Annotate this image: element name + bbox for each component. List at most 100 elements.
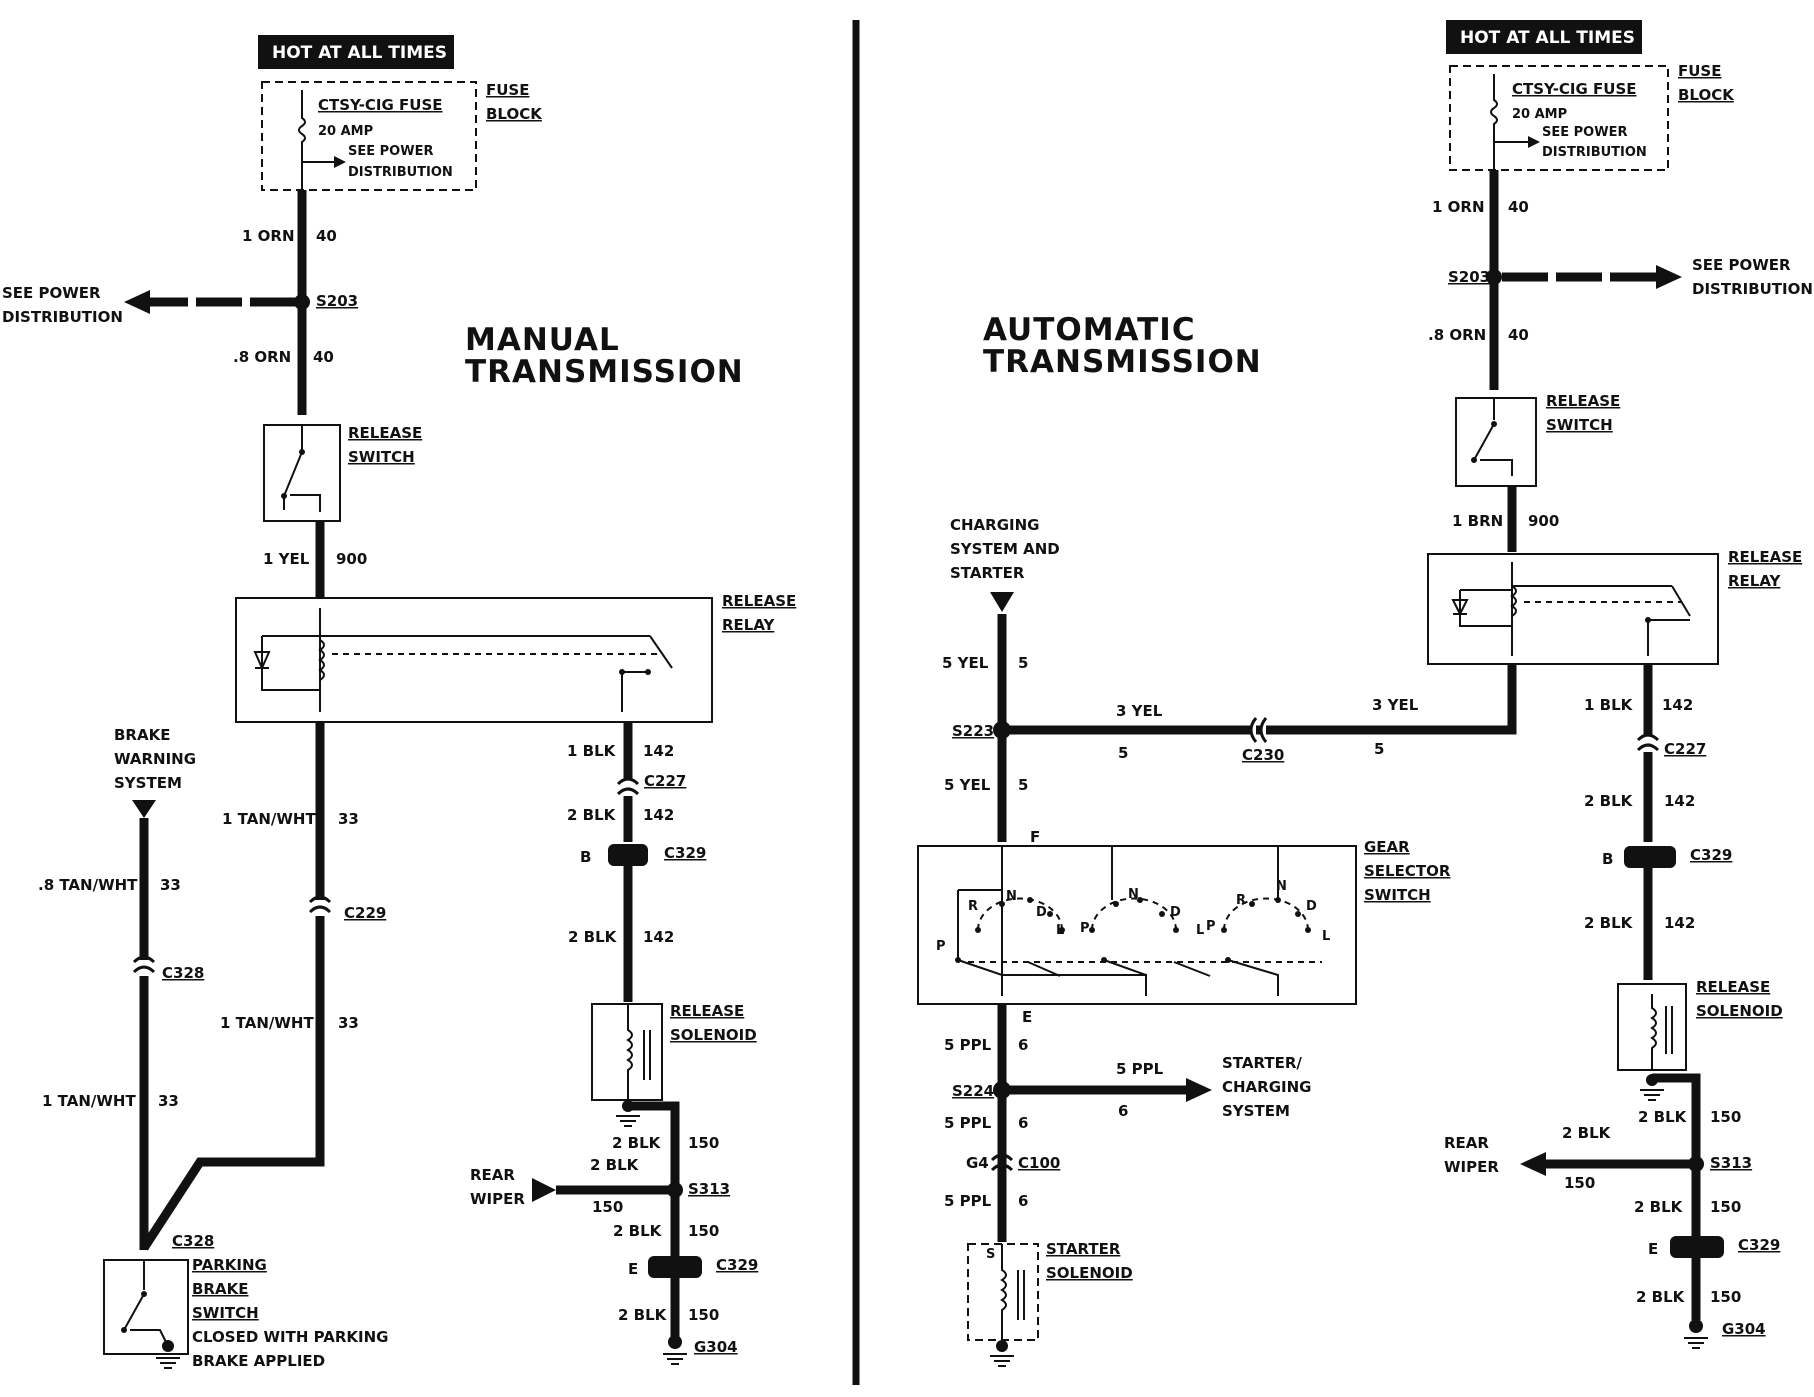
release-switch-label-2-auto: SWITCH: [1546, 416, 1613, 434]
connector-c100-pin-g4: G4: [966, 1154, 989, 1172]
automatic-title-line1: AUTOMATIC: [983, 312, 1196, 348]
connector-c100-icon: [990, 1153, 1014, 1172]
wire-blk2-circuit: 142: [643, 806, 674, 824]
wire-blk5-gauge: 2 BLK: [613, 1222, 663, 1240]
parking-brake-contact-icon: [123, 1260, 169, 1347]
connector-c329-e-auto: [1670, 1236, 1724, 1258]
gear-contacts: [955, 897, 1311, 963]
wire-y2-circuit: 5: [1018, 776, 1028, 794]
splice-s313-label-auto: S313: [1710, 1154, 1752, 1172]
wire-tan2-circuit: 33: [338, 1014, 359, 1032]
connector-c227-icon: [616, 777, 640, 796]
wire-blk4-gauge: 2 BLK: [612, 1134, 662, 1152]
wire-3yel-5: [1010, 664, 1517, 735]
wire-blk6-circuit-auto: 150: [1710, 1288, 1741, 1306]
gear-n-1: N: [1006, 889, 1017, 904]
relay-coil-wiring-auto: [1459, 562, 1513, 656]
brake-warning-label-1: BRAKE: [114, 726, 170, 744]
solenoid-ground-icon: [616, 1115, 640, 1127]
fuse-amp-auto: 20 AMP: [1512, 107, 1567, 122]
release-relay-label-2-auto: RELAY: [1728, 572, 1782, 590]
starter-charging-label-1: STARTER/: [1222, 1054, 1302, 1072]
rear-wiper-label-1-auto: REAR: [1444, 1134, 1489, 1152]
wire-rw-circuit-auto: 150: [1564, 1174, 1595, 1192]
connector-c329-pin-b-auto: B: [1602, 850, 1613, 868]
connector-c229-icon: [308, 895, 332, 914]
solenoid-coil-icon: [626, 1004, 633, 1100]
gear-selector-label-2: SELECTOR: [1364, 862, 1451, 880]
ground-g304-label: G304: [694, 1338, 738, 1356]
wire-blk6-gauge: 2 BLK: [618, 1306, 668, 1324]
hot-at-all-times-label: HOT AT ALL TIMES: [272, 43, 447, 63]
fuse-amp: 20 AMP: [318, 124, 373, 139]
wire-blk5-gauge-auto: 2 BLK: [1634, 1198, 1684, 1216]
hot-at-all-times-badge-auto: [1446, 20, 1642, 54]
splice-s203-auto: [1486, 269, 1502, 285]
gear-d-1: D: [1036, 905, 1047, 920]
fuse-block-label-2-auto: BLOCK: [1678, 86, 1735, 104]
parking-ground-icon: [162, 1340, 174, 1352]
solenoid-coil-icon-auto: [1650, 994, 1657, 1070]
connector-c328-icon: [132, 955, 156, 974]
wire-p3-circuit: 6: [1018, 1192, 1028, 1210]
wire-y3a-gauge: 3 YEL: [1116, 702, 1163, 720]
gear-selector-label-3: SWITCH: [1364, 886, 1431, 904]
wire-blk1-circuit: 142: [643, 742, 674, 760]
release-relay-label-1: RELEASE: [722, 592, 796, 610]
gear-n-2: N: [1128, 887, 1139, 902]
splice-s224: [993, 1081, 1011, 1099]
wire-tan3-circuit: 33: [158, 1092, 179, 1110]
parking-label-5: BRAKE APPLIED: [192, 1352, 325, 1370]
wire-blk2-gauge-auto: 2 BLK: [1584, 792, 1634, 810]
release-switch-contact-icon: [283, 425, 321, 512]
release-switch-label-2: SWITCH: [348, 448, 415, 466]
connector-c329a-label: C329: [664, 844, 706, 862]
wire-1orn-circuit-auto: 40: [1508, 198, 1529, 216]
gear-l-2: L: [1196, 923, 1204, 938]
fuse-see-distribution-auto: DISTRIBUTION: [1542, 145, 1647, 160]
see-power-label-1-auto: SEE POWER: [1692, 256, 1791, 274]
wire-8orn-circuit: 40: [313, 348, 334, 366]
wire-p1-circuit: 6: [1018, 1036, 1028, 1054]
connector-c227-icon-auto: [1636, 733, 1660, 752]
release-solenoid-label-2-auto: SOLENOID: [1696, 1002, 1783, 1020]
fuse-see-power-auto: SEE POWER: [1542, 125, 1627, 140]
splice-s224-label: S224: [952, 1082, 994, 1100]
connector-c230-icon: [1249, 717, 1268, 743]
see-power-label-2: DISTRIBUTION: [2, 308, 123, 326]
wire-rw-gauge: 2 BLK: [590, 1156, 640, 1174]
connector-c329-pin-b: B: [580, 848, 591, 866]
wire-blk4-gauge-auto: 2 BLK: [1638, 1108, 1688, 1126]
gear-r-1: R: [968, 899, 978, 914]
starter-charging-label-2: CHARGING: [1222, 1078, 1311, 1096]
wire-tan1-circuit: 33: [338, 810, 359, 828]
connector-c329-b-auto: [1624, 846, 1676, 868]
charging-arrow-icon: [990, 592, 1014, 612]
fuse-block: [261, 81, 477, 191]
starter-charging-label-3: SYSTEM: [1222, 1102, 1290, 1120]
wire-blk1-gauge-auto: 1 BLK: [1584, 696, 1634, 714]
gear-n-3: N: [1276, 879, 1287, 894]
release-relay-auto: [1427, 553, 1719, 665]
relay-coil-icon-auto: [1510, 585, 1517, 617]
charging-label-2: SYSTEM AND: [950, 540, 1060, 558]
rear-wiper-label-2: WIPER: [470, 1190, 525, 1208]
wire-y3b-circuit: 5: [1374, 740, 1384, 758]
charging-label-1: CHARGING: [950, 516, 1039, 534]
starter-ground-icon: [990, 1355, 1014, 1367]
release-solenoid-label-1-auto: RELEASE: [1696, 978, 1770, 996]
connector-c229-label: C229: [344, 904, 386, 922]
connector-c227-label: C227: [644, 772, 686, 790]
wire-1orn-circuit: 40: [316, 227, 337, 245]
fuse-see-power: SEE POWER: [348, 144, 433, 159]
gear-r-3: R: [1236, 893, 1246, 908]
wire-8orn-gauge-auto: .8 ORN: [1428, 326, 1486, 344]
relay-coil-icon: [318, 639, 325, 681]
fuse-block-label-1: FUSE: [486, 81, 529, 99]
manual-title-line2: TRANSMISSION: [465, 354, 744, 390]
release-switch-label-1: RELEASE: [348, 424, 422, 442]
release-switch-contact-icon-auto: [1473, 398, 1513, 476]
relay-diode-icon-auto: [1451, 599, 1469, 617]
rear-wiper-label-1: REAR: [470, 1166, 515, 1184]
